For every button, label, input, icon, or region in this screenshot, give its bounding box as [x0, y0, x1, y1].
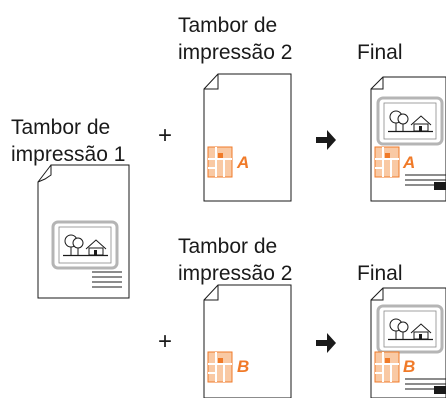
drum1-label-line1: Tambor de — [11, 116, 111, 139]
map-icon — [374, 351, 400, 383]
map-icon — [374, 146, 400, 178]
letter-a-mark: A — [236, 153, 249, 172]
drum2-top-page: A — [203, 73, 292, 202]
drum2-bottom-label-line1: Tambor de — [178, 235, 278, 258]
drum2-bottom-label-line2: impressão 2 — [178, 262, 293, 285]
photo-icon — [51, 220, 119, 270]
drum2-top-label-line1: Tambor de — [178, 14, 278, 37]
photo-icon — [376, 304, 444, 354]
final-top-label: Final — [357, 41, 403, 64]
letter-b-mark: B — [403, 357, 415, 376]
final-top-page: A — [370, 76, 446, 202]
drum1-label-line2: impressão 1 — [11, 143, 126, 166]
arrow-right-icon — [316, 130, 336, 150]
plus-sign-bottom: + — [158, 328, 173, 355]
final-bottom-page: B — [370, 287, 446, 398]
drum1-page — [37, 164, 130, 299]
drum2-bottom-page: B — [203, 284, 292, 398]
arrow-right-icon — [316, 333, 336, 353]
text-lines-icon — [92, 271, 122, 288]
map-icon — [207, 146, 233, 178]
plus-sign-top: + — [158, 122, 173, 149]
final-bottom-label: Final — [357, 262, 403, 285]
photo-icon — [376, 96, 444, 146]
map-icon — [207, 351, 233, 383]
drum2-top-label-line2: impressão 2 — [178, 41, 293, 64]
letter-b-mark: B — [237, 357, 249, 376]
letter-a-mark: A — [402, 153, 415, 172]
